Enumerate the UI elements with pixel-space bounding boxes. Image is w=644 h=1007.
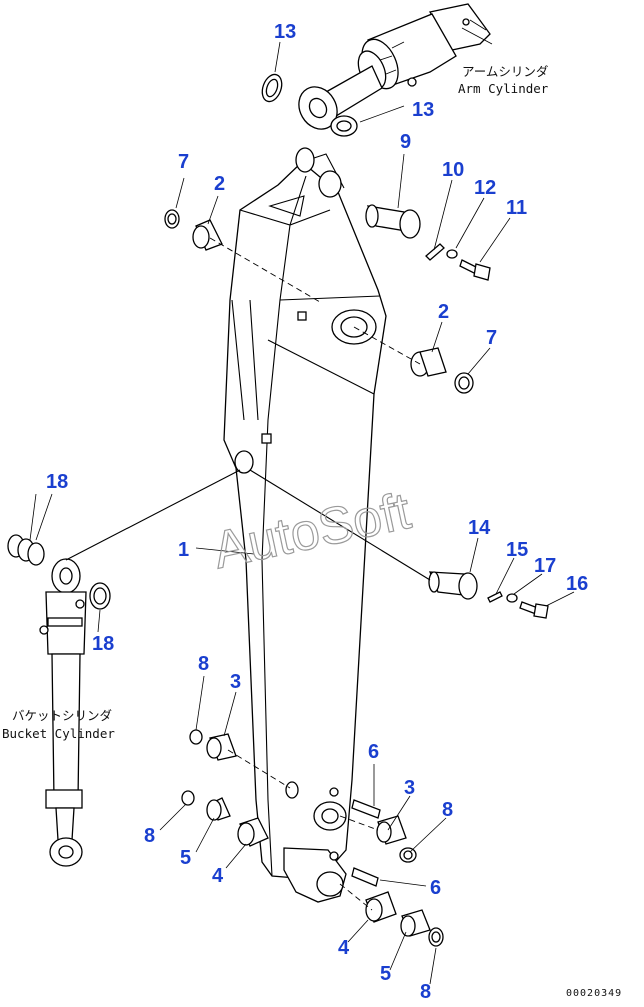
callout-13b: 13 [412,99,434,121]
callout-4b: 4 [338,937,350,959]
callout-15: 15 [506,539,528,561]
callout-8c: 8 [144,825,155,847]
arm-cylinder-label-jp: アームシリンダ [462,64,548,79]
callout-4a: 4 [212,865,224,887]
callout-17: 17 [534,555,556,577]
callout-18a: 18 [46,471,68,493]
callout-numbers: 13 13 7 2 9 10 12 11 2 7 18 1 14 15 17 1… [46,21,588,1003]
arm-body [223,147,387,903]
callout-11: 11 [506,197,527,219]
callout-6b: 6 [430,877,441,899]
arm-cylinder [298,3,493,130]
callout-7b: 7 [486,327,497,349]
loose-parts [7,73,549,947]
callout-5a: 5 [180,847,191,869]
callout-14: 14 [468,517,491,539]
callout-2a: 2 [214,173,225,195]
bucket-cylinder-label-en: Bucket Cylinder [2,726,115,741]
bucket-cylinder-label-jp: バケットシリンダ [12,708,112,723]
callout-6a: 6 [368,741,379,763]
callout-1: 1 [178,539,189,561]
callout-5b: 5 [380,963,391,985]
callout-8d: 8 [420,981,431,1003]
callout-8a: 8 [198,653,209,675]
callout-13a: 13 [274,21,296,43]
callout-16: 16 [566,573,588,595]
leader-lines [29,41,575,985]
arm-cylinder-label-en: Arm Cylinder [458,81,549,96]
callout-9: 9 [400,131,411,153]
callout-10: 10 [442,159,464,181]
callout-2b: 2 [438,301,449,323]
callout-3b: 3 [404,777,415,799]
callout-3a: 3 [230,671,241,693]
callout-7a: 7 [178,151,189,173]
callout-8b: 8 [442,799,453,821]
callout-18b: 18 [92,633,114,655]
callout-12: 12 [474,177,496,199]
document-number: 00020349 [566,988,622,999]
bucket-cylinder [39,558,87,867]
